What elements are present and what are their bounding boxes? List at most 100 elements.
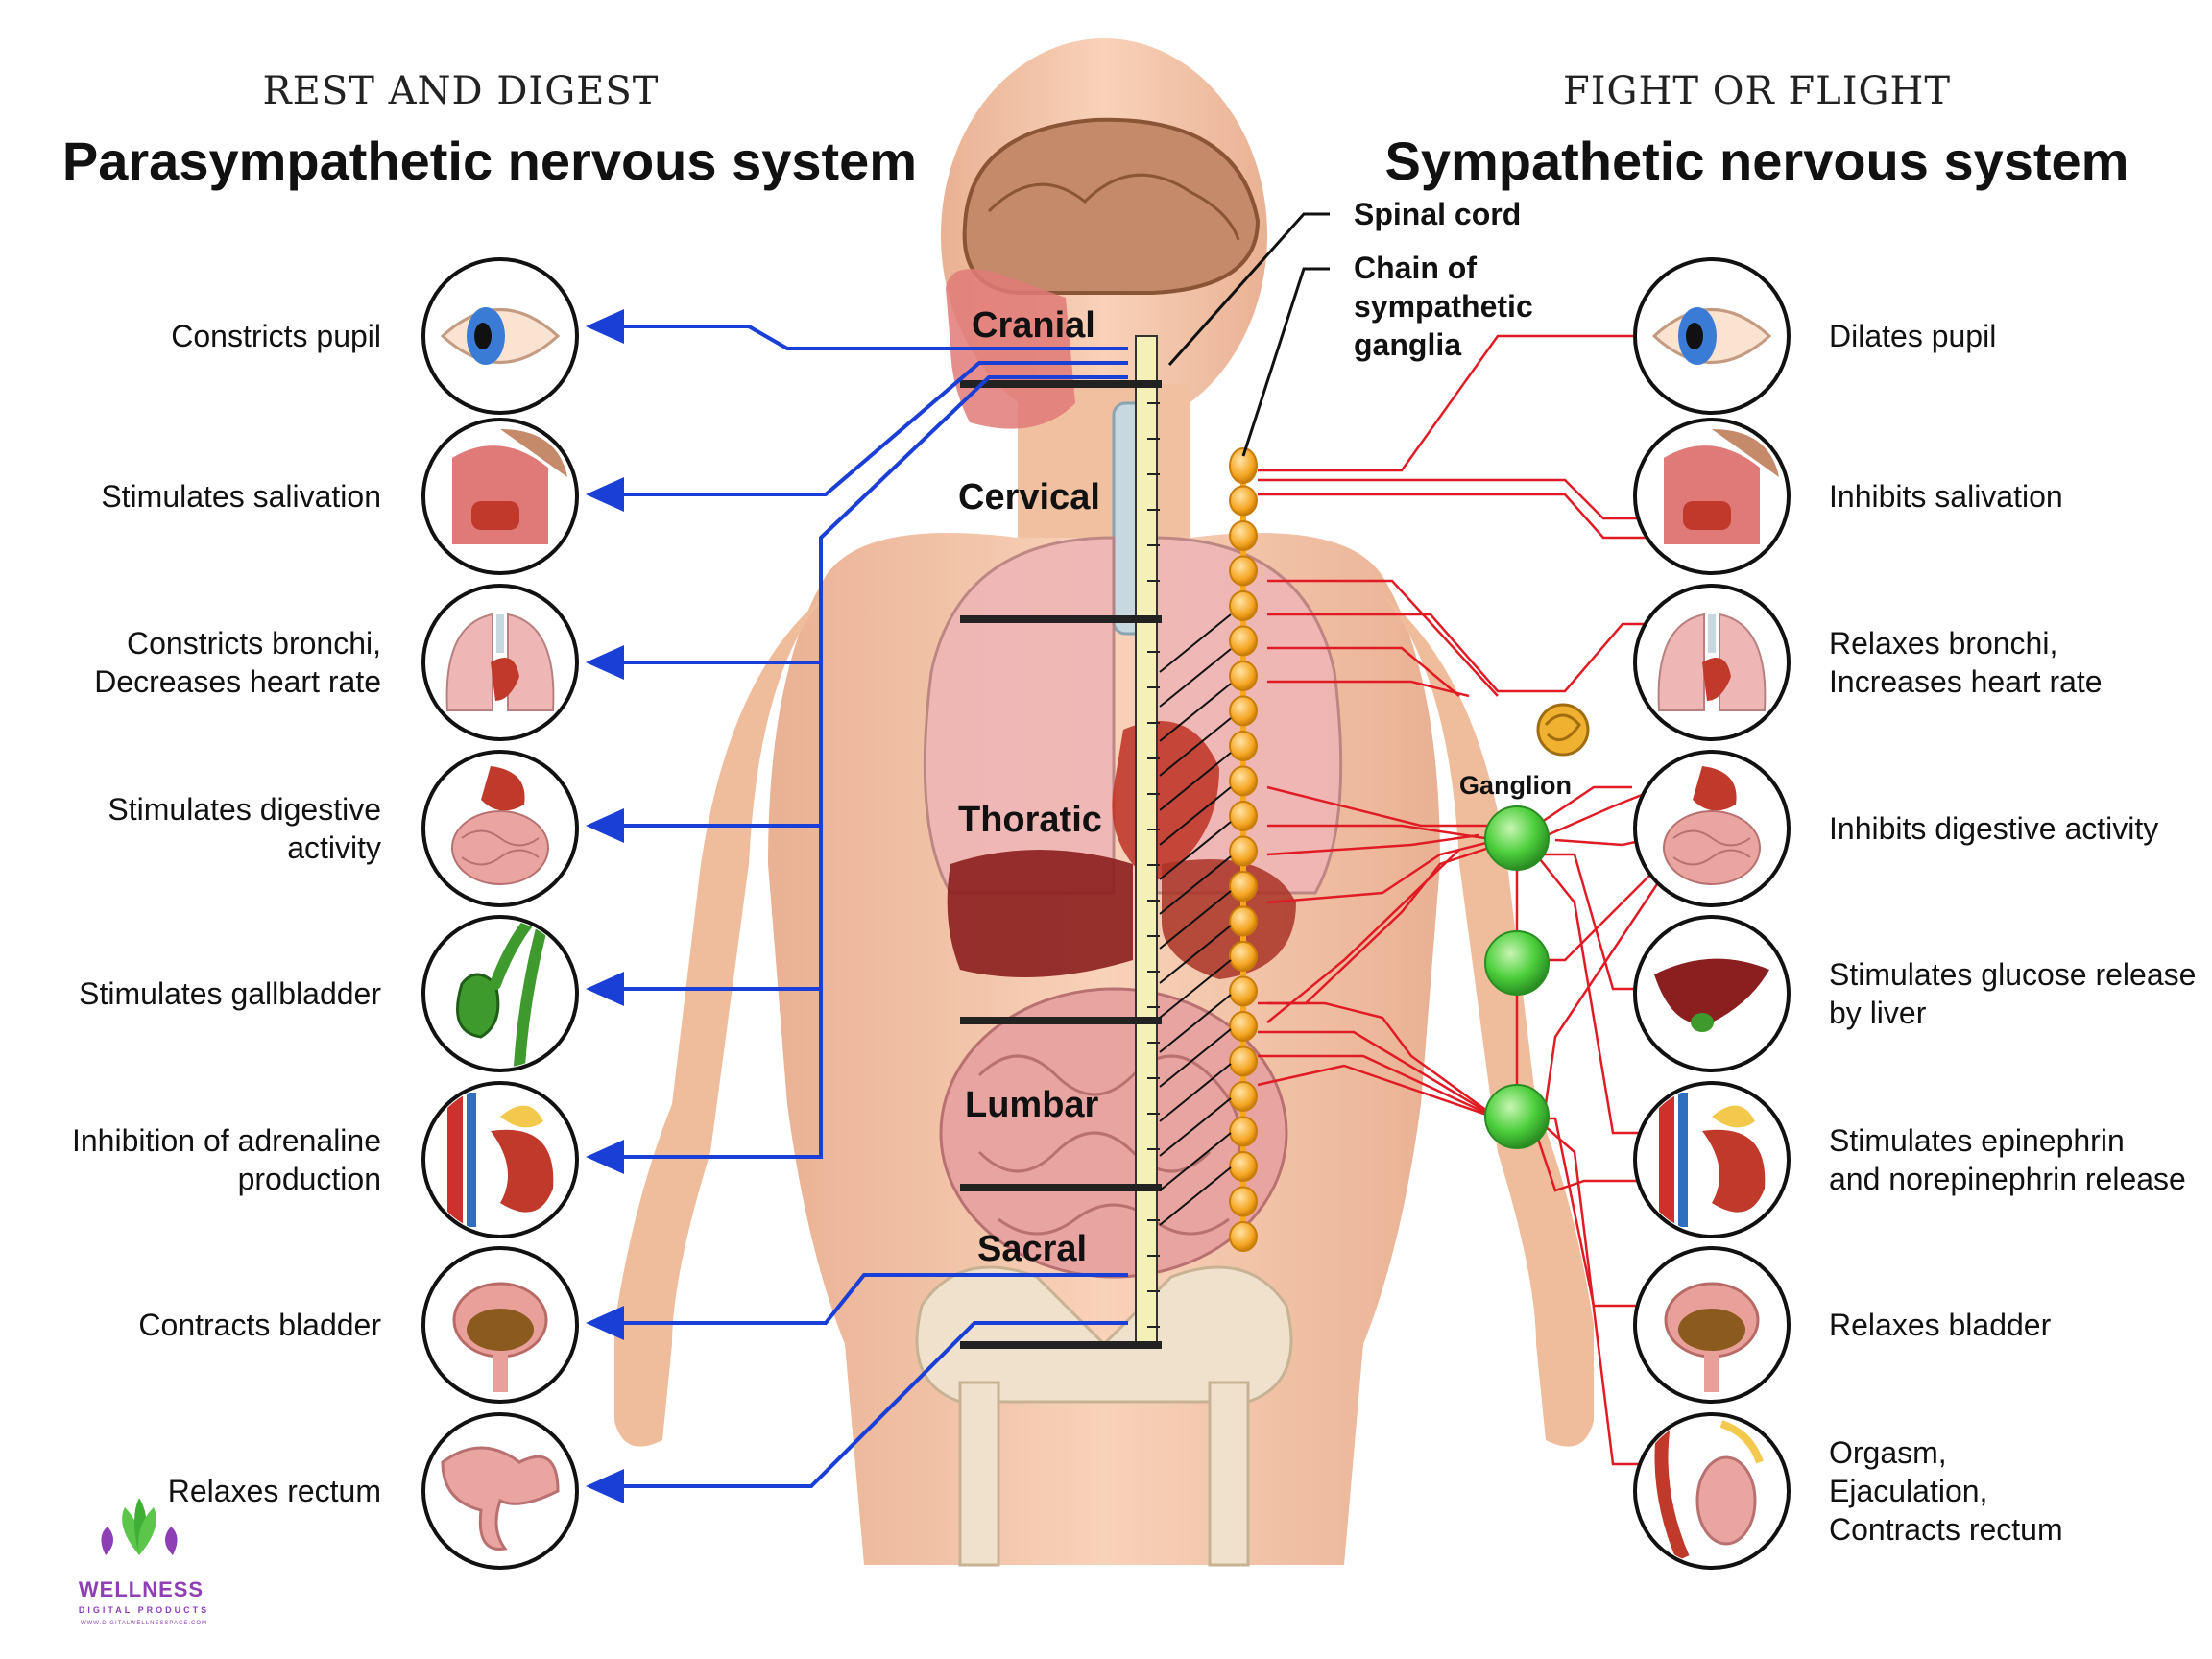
chain-ganglion xyxy=(1229,835,1258,867)
region-label-lumbar: Lumbar xyxy=(965,1085,1099,1125)
right-effect-line: Ejaculation, xyxy=(1829,1474,1988,1508)
salivary-gland-icon xyxy=(421,418,579,575)
chain-ganglion xyxy=(1229,731,1258,761)
spine-chain-connector xyxy=(1159,821,1232,880)
left-effect-line: Stimulates digestive xyxy=(108,792,381,827)
right-effect-label: Inhibits salivation xyxy=(1829,477,2063,516)
spine-chain-connector xyxy=(1159,925,1232,984)
spine-chain-connector xyxy=(1159,648,1232,708)
spine-chain-connector xyxy=(1159,1097,1232,1157)
chain-label-line-2: sympathetic xyxy=(1354,289,1533,324)
spine-chain-connector xyxy=(1159,855,1232,915)
right-effect-line: and norepinephrin release xyxy=(1829,1162,2186,1196)
left-subtitle: REST AND DIGEST xyxy=(262,69,660,113)
salivary-gland-icon xyxy=(1633,418,1791,575)
arrow-gallbladder xyxy=(586,972,624,1006)
left-effect-label: Stimulates salivation xyxy=(101,477,381,516)
spine-chain-connector xyxy=(1159,959,1232,1019)
chain-ganglion xyxy=(1229,1011,1258,1042)
left-effect-label: Contracts bladder xyxy=(138,1306,381,1344)
wellness-logo-icon xyxy=(101,1498,178,1555)
left-organ-circles xyxy=(421,257,579,1570)
right-effect-line: Inhibits salivation xyxy=(1829,479,2063,514)
spine-chain-connector xyxy=(1159,786,1232,846)
lungs-heart-icon xyxy=(421,584,579,741)
arrow-bronchi xyxy=(586,645,624,680)
sympathetic-chain xyxy=(1229,447,1258,1252)
chain-label-line-3: ganglia xyxy=(1354,327,1462,362)
arrow-rectum xyxy=(586,1469,624,1503)
left-effect-label: Inhibition of adrenaline production xyxy=(72,1121,381,1198)
spine-chain-connector xyxy=(1159,717,1232,777)
right-effect-label: Dilates pupil xyxy=(1829,317,1996,355)
stomach-intestine-icon xyxy=(421,750,579,907)
arrow-salivation xyxy=(586,477,624,512)
left-effect-line: Decreases heart rate xyxy=(94,664,381,699)
chain-ganglion xyxy=(1229,871,1258,902)
spine-chain-connector xyxy=(1159,890,1232,950)
chain-ganglion xyxy=(1229,1186,1258,1217)
right-effect-line: Increases heart rate xyxy=(1829,664,2103,699)
chain-ganglion xyxy=(1229,1221,1258,1252)
arrow-pupil xyxy=(586,309,624,344)
parasympathetic-arrowheads xyxy=(586,309,624,1503)
lungs-heart-icon xyxy=(1633,584,1791,741)
chain-ganglion xyxy=(1229,905,1258,937)
region-dividers xyxy=(960,380,1162,1349)
right-effect-label: Orgasm, Ejaculation, Contracts rectum xyxy=(1829,1433,2063,1549)
right-effect-line: Dilates pupil xyxy=(1829,319,1997,353)
chain-ganglion xyxy=(1229,590,1258,621)
logo-name: WELLNESS xyxy=(78,1577,204,1601)
region-label-thoracic: Thoratic xyxy=(958,800,1102,840)
parasympathetic-pathways xyxy=(614,325,1128,1488)
liver-icon xyxy=(1633,915,1791,1072)
chain-ganglion xyxy=(1229,447,1258,484)
sympathetic-pathways xyxy=(1257,334,1719,1466)
chain-ganglion xyxy=(1229,555,1258,587)
chain-ganglion xyxy=(1229,625,1258,657)
rectum-icon xyxy=(421,1412,579,1570)
left-effect-line: Stimulates gallbladder xyxy=(79,976,381,1011)
spine-chain-connector xyxy=(1159,1166,1232,1226)
chain-ganglion xyxy=(1229,1081,1258,1112)
right-effect-line: Contracts rectum xyxy=(1829,1512,2063,1547)
left-effect-line: Inhibition of adrenaline xyxy=(71,1123,381,1158)
right-organ-circles xyxy=(1633,257,1791,1570)
right-effect-line: Orgasm, xyxy=(1829,1435,1947,1470)
spine-chain-connector xyxy=(1159,752,1232,811)
ganglion-label: Ganglion xyxy=(1459,771,1572,800)
adrenal-kidney-icon xyxy=(1633,1081,1791,1238)
chain-ganglion xyxy=(1229,801,1258,831)
gallbladder-icon xyxy=(421,915,579,1072)
region-label-cranial: Cranial xyxy=(972,305,1095,346)
right-effect-label: Inhibits digestive activity xyxy=(1829,809,2158,848)
region-label-cervical: Cervical xyxy=(958,477,1100,517)
chain-ganglion xyxy=(1229,520,1258,551)
left-effect-line: production xyxy=(237,1162,381,1196)
left-title: Parasympathetic nervous system xyxy=(61,131,918,191)
body-silhouette xyxy=(614,38,1594,1567)
left-effect-line: Stimulates salivation xyxy=(101,479,381,514)
left-effect-line: Contracts bladder xyxy=(138,1308,381,1342)
left-effect-label: Stimulates gallbladder xyxy=(79,974,381,1013)
spine-chain-connector xyxy=(1159,683,1232,742)
logo-subtitle: DIGITAL PRODUCTS xyxy=(78,1605,210,1615)
ganglion-lower xyxy=(1484,1084,1550,1149)
chain-ganglion xyxy=(1229,695,1258,727)
left-effect-label: Relaxes rectum xyxy=(168,1472,381,1510)
arrow-bladder xyxy=(586,1306,624,1340)
spine-chain-connector xyxy=(1159,1028,1232,1088)
left-effect-line: Relaxes rectum xyxy=(167,1474,381,1508)
chain-ganglion xyxy=(1229,661,1258,691)
ganglion-middle xyxy=(1484,930,1550,996)
chain-ganglion xyxy=(1229,1151,1258,1182)
bladder-icon xyxy=(1633,1246,1791,1404)
callout-lines xyxy=(1167,212,1330,457)
reproductive-organ-icon xyxy=(1633,1412,1791,1570)
adrenal-kidney-icon xyxy=(421,1081,579,1238)
right-subtitle: FIGHT OR FLIGHT xyxy=(1562,69,1952,113)
chain-ganglion xyxy=(1229,485,1258,517)
